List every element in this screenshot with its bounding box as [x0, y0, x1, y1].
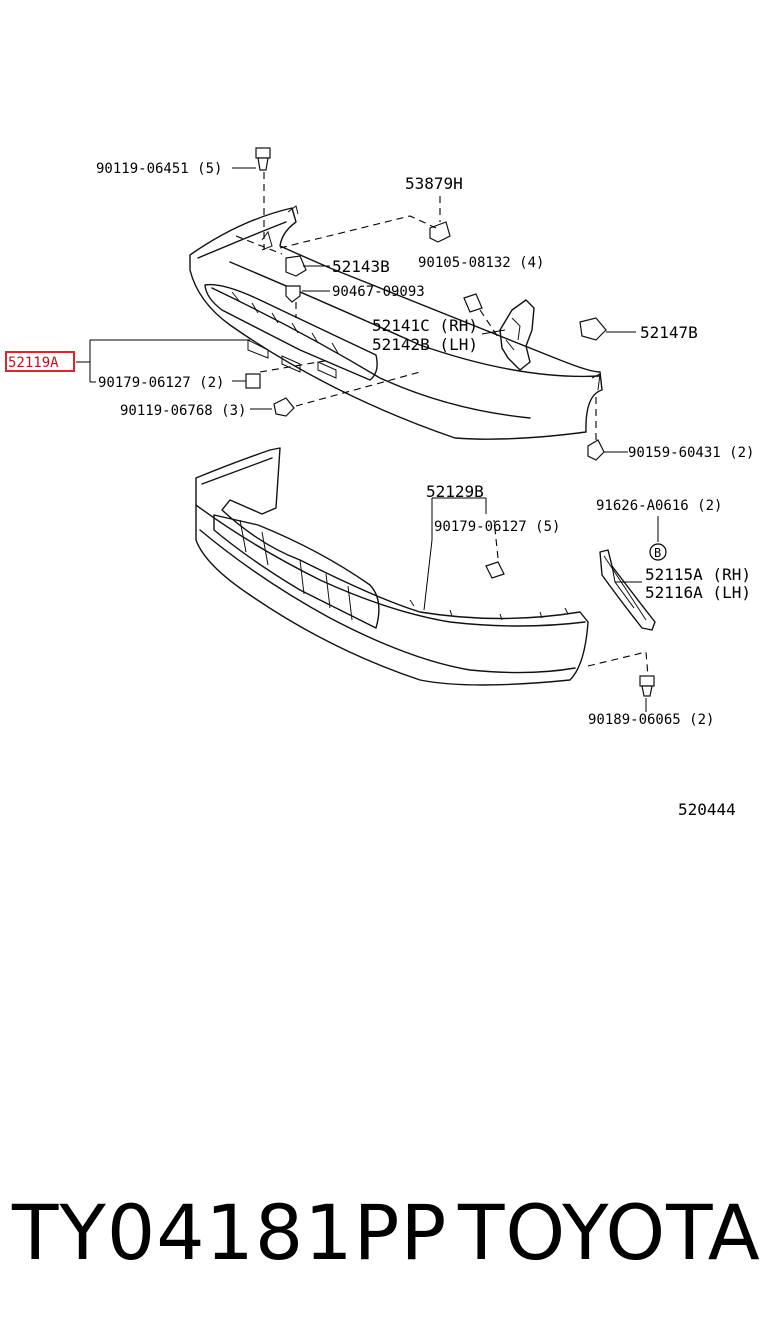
- callout-52141C: 52141C (RH): [372, 316, 478, 335]
- callout-52143B: 52143B: [332, 257, 390, 276]
- marker-b-label: B: [654, 546, 661, 560]
- callout-90467-09093: 90467-09093: [332, 284, 425, 300]
- fastener-bolt-1: [255, 147, 271, 171]
- fastener-nut-90179-lower: [485, 561, 505, 579]
- fastener-bolt-90189: [639, 675, 655, 697]
- fastener-nut-90105: [463, 293, 483, 313]
- callout-52116A: 52116A (LH): [645, 583, 751, 602]
- callout-90105-08132: 90105-08132 (4): [418, 255, 544, 271]
- callout-52115A: 52115A (RH): [645, 565, 751, 584]
- fastener-rivet-90467: [285, 285, 301, 303]
- callout-52147B: 52147B: [640, 323, 698, 342]
- fastener-clip-53879H: [429, 221, 451, 243]
- callout-52119A: 52119A: [8, 355, 59, 371]
- brand-footer: TOYOTA: [458, 1188, 760, 1277]
- callout-90179-06127-upper: 90179-06127 (2): [98, 375, 224, 391]
- callout-90119-06451: 90119-06451 (5): [96, 161, 222, 177]
- callout-52129B: 52129B: [426, 482, 484, 501]
- leader-lines: [76, 167, 659, 712]
- lower-bumper-part: [195, 447, 589, 686]
- callout-90159-60431: 90159-60431 (2): [628, 445, 754, 461]
- callout-90119-06768: 90119-06768 (3): [120, 403, 246, 419]
- fastener-clip-52143B: [285, 255, 307, 277]
- callout-53879H: 53879H: [405, 174, 463, 193]
- callout-90179-06127-lower: 90179-06127 (5): [434, 519, 560, 535]
- fastener-nut-90179-upper: [245, 373, 261, 389]
- upper-bumper-part: [189, 205, 603, 440]
- callout-90189-06065: 90189-06065 (2): [588, 712, 714, 728]
- callout-91626-A0616: 91626-A0616 (2): [596, 498, 722, 514]
- fastener-bolt-90119-06768: [273, 397, 295, 417]
- marker-b-circle: [649, 543, 667, 561]
- fastener-bolt-90159: [587, 439, 605, 461]
- fastener-clip-52147B: [579, 317, 607, 341]
- diagram-ref-number: 520444: [678, 800, 736, 819]
- part-code-footer: TY04181PP: [12, 1188, 448, 1277]
- highlight-box: [5, 351, 75, 372]
- assembly-lines: [235, 172, 649, 677]
- bumper-stay-bracket: [599, 549, 656, 631]
- callout-52142B: 52142B (LH): [372, 335, 478, 354]
- side-bracket-part: [499, 299, 535, 371]
